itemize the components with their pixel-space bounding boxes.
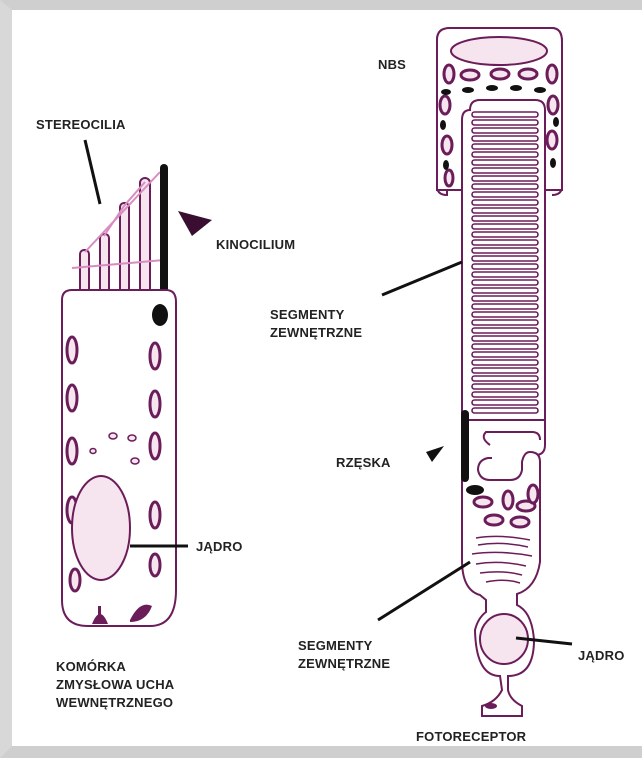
label-stereocilia: STEREOCILIA	[36, 116, 126, 134]
hair-cell-nucleus	[72, 476, 130, 580]
label-jadro-left: JĄDRO	[196, 538, 243, 556]
connecting-cilium	[461, 410, 469, 482]
kinocilium-arrowhead	[178, 211, 212, 236]
outer-segments-pointer	[382, 262, 462, 295]
nbs-body	[451, 37, 547, 65]
label-jadro-right: JĄDRO	[578, 647, 625, 665]
hair-cell-title-line-1: KOMÓRKA	[56, 658, 174, 676]
inner-segments-pointer	[378, 562, 470, 620]
label-photoreceptor: FOTORECEPTOR	[416, 728, 526, 746]
label-kinocilium: KINOCILIUM	[216, 236, 295, 254]
hair-cell	[62, 140, 212, 626]
hair-cell-title-line-3: WEWNĘTRZNEGO	[56, 694, 174, 712]
label-rzeska: RZĘSKA	[336, 454, 391, 472]
stereocilia-pointer	[85, 140, 100, 204]
label-nbs: NBS	[378, 56, 406, 74]
stereocilia-bundle	[80, 178, 150, 298]
label-inner-segments: SEGMENTY ZEWNĘTRZNE	[298, 637, 390, 673]
outer-segment	[462, 100, 545, 420]
photoreceptor	[378, 28, 572, 716]
outer-segments-line-1: SEGMENTY	[270, 306, 362, 324]
rzeska-arrowhead	[426, 446, 444, 462]
label-hair-cell-title: KOMÓRKA ZMYSŁOWA UCHA WEWNĘTRZNEGO	[56, 658, 174, 712]
outer-segments-line-2: ZEWNĘTRZNE	[270, 324, 362, 342]
basal-body	[152, 304, 168, 326]
label-outer-segments: SEGMENTY ZEWNĘTRZNE	[270, 306, 362, 342]
kinocilium	[160, 164, 168, 299]
inner-segments-line-1: SEGMENTY	[298, 637, 390, 655]
inner-segments-line-2: ZEWNĘTRZNE	[298, 655, 390, 673]
hair-cell-title-line-2: ZMYSŁOWA UCHA	[56, 676, 174, 694]
